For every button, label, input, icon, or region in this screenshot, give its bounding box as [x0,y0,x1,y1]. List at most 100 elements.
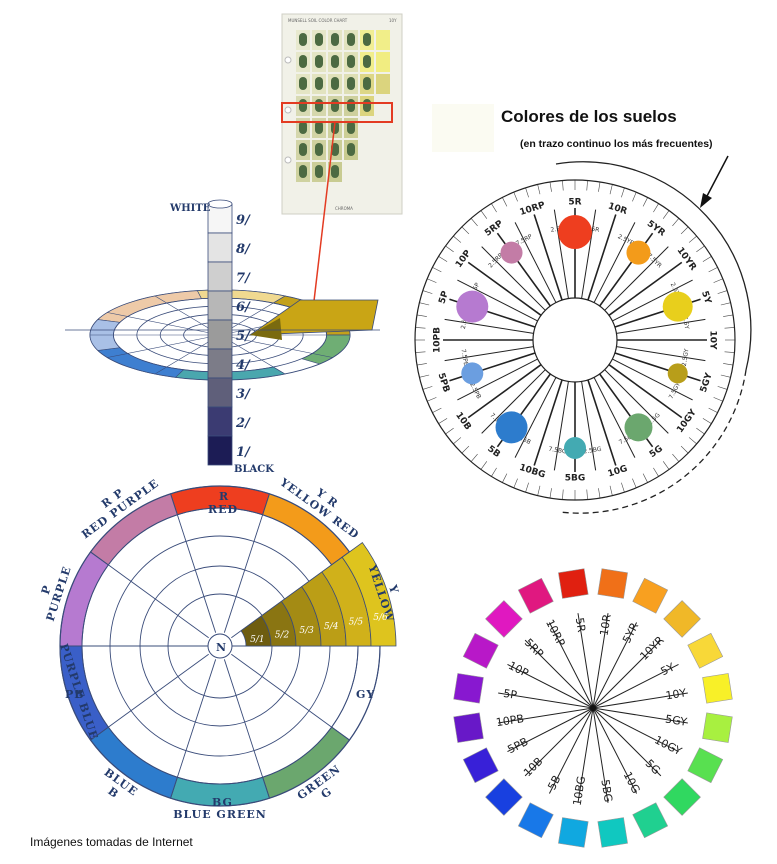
square-wheel-spoke [577,707,594,803]
square-hue-label: 10YR [637,633,666,662]
wheel-tick [422,386,433,390]
solid-arc [555,161,752,371]
soil-chip [299,33,307,46]
wheel-tick [461,226,470,235]
wheel-tick [702,418,712,424]
wheel-spoke [608,261,683,316]
hue-dot [667,363,688,384]
square-wheel-spoke [507,663,594,709]
soil-chip [331,143,339,156]
circle-spoke [223,514,264,633]
square-hue-label: 10P [506,659,531,680]
square-hue-label: 5GY [664,713,688,729]
color-square [558,568,589,599]
soil-chip [347,33,355,46]
wheel-tick [713,278,723,283]
wheel-tick [702,256,712,262]
wheel-tick [724,351,735,353]
color-square [558,817,589,848]
wheel-tick [502,473,508,483]
wheel-spoke [587,214,617,301]
page-title: Colores de los suelos [501,107,677,126]
soil-chip [315,121,323,134]
wheel-tick [696,427,705,435]
wheel-tick [438,256,448,262]
highlight-box [281,102,393,123]
square-hue-label: 10BG [571,775,589,807]
soil-chip [331,33,339,46]
square-wheel-spoke [577,613,594,709]
square-wheel-spoke [524,707,594,777]
square-hue-label: 5R [573,617,588,634]
minor-hue-label: 7.5R [585,225,600,234]
wheel-tick [609,485,613,496]
wheel-tick [708,407,718,413]
soil-hue-wheel: Colores de los suelos (en trazo continuo… [414,104,752,514]
wheel-spoke [612,358,693,401]
wheel-tick [470,218,478,227]
wheel-b-body [59,485,397,807]
square-wheel-spoke [592,692,688,709]
soil-chip [331,99,339,112]
hue-label: 10BG [518,463,547,481]
wheel-tick [549,181,552,192]
minor-hue-label: 7.5GY [668,381,682,400]
wheel-outer-circle [414,179,736,501]
color-square [517,577,554,614]
color-square [687,632,724,669]
color-square [453,712,484,743]
square-hue-label: 10RP [543,617,568,648]
page-subtitle: (en trazo continuo los más frecuentes) [520,138,713,150]
dashed-arc [559,369,747,514]
wheel-tick [621,187,625,198]
value-block [207,261,233,292]
square-wheel-spoke [507,707,594,753]
binder-hole [284,56,292,64]
column-top [207,199,233,209]
minor-hue-label: 2.5GY [681,348,691,367]
munsell-3d-model: WHITE BLACK 9/8/7/6/5/4/3/2/1/ [65,199,380,475]
wheel-tick [480,461,488,470]
wheel-spoke [587,379,617,466]
color-square [632,802,669,839]
hue-label: 10PB [433,327,443,353]
wheel-tick [438,418,448,424]
wheel-spoke [616,346,706,362]
wheel-tick [422,290,433,294]
wheel-tick [453,437,462,445]
soil-chip [315,99,323,112]
square-hue-label: 10G [621,770,643,796]
label-r-name: RED [208,503,238,516]
label-r-code: R [219,490,229,503]
square-wheel-spoke [592,707,609,803]
hue-dot [564,437,586,459]
hue-label: 5G [648,444,665,460]
soil-chip [299,165,307,178]
wheel-spoke [481,369,546,434]
neutral-center [207,633,233,659]
binder-hole [284,156,292,164]
chroma-step-label: 5/3 [299,626,314,636]
value-block [207,435,233,466]
soil-chart-header: MUNSELL SOIL COLOR CHART [288,18,348,23]
wheel-tick [416,314,427,317]
wheel-spoke [553,209,569,299]
wheel-tick [713,397,723,402]
circle-spoke [223,659,264,778]
soil-chip [363,55,371,68]
minor-hue-label: 7.5PB [460,348,470,366]
minor-hue-label: 2.5R [550,225,565,234]
wheel-tick [415,327,426,329]
soil-chip-bg [376,74,390,94]
wheel-tick [696,245,705,253]
soil-chip [347,55,355,68]
wheel-tick [525,482,529,493]
white-label: WHITE [169,203,211,214]
circle-spoke [108,653,209,728]
label-gy-code: GY [356,688,375,701]
soil-chip [347,77,355,90]
wheel-tick [537,485,541,496]
hue-label: 5P [437,289,451,305]
